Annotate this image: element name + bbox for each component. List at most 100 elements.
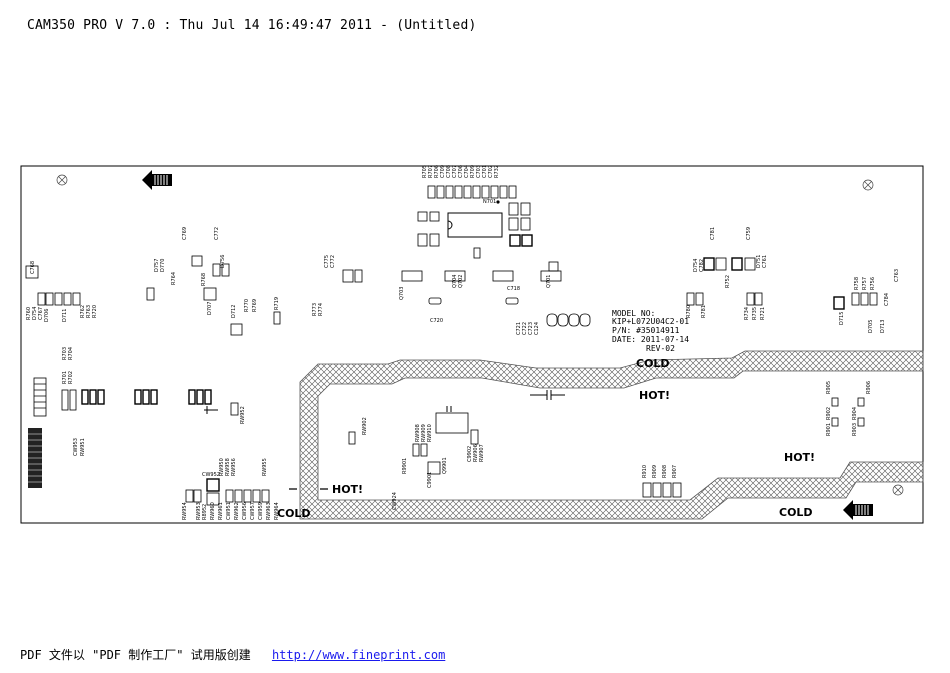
svg-text:R705: R705: [422, 165, 428, 178]
svg-text:RW958: RW958: [225, 458, 231, 476]
svg-text:C759: C759: [746, 227, 752, 240]
svg-text:R905: R905: [826, 381, 832, 394]
svg-text:C722: C722: [522, 322, 528, 335]
svg-text:N701: N701: [483, 199, 496, 205]
cold-label: COLD: [277, 507, 311, 520]
footer-link[interactable]: http://www.fineprint.com: [271, 648, 446, 662]
svg-text:C763: C763: [894, 269, 900, 282]
svg-text:R909: R909: [652, 465, 658, 478]
svg-text:C784: C784: [884, 293, 890, 306]
svg-text:RW963: RW963: [266, 502, 272, 520]
svg-text:C772: C772: [214, 227, 220, 240]
svg-text:RW960: RW960: [210, 502, 216, 520]
arrow-left-icon: [142, 170, 172, 190]
svg-text:C720: C720: [430, 318, 443, 324]
svg-text:R709: R709: [470, 165, 476, 178]
svg-text:C124: C124: [534, 322, 540, 335]
designator-labels: R705 R707 R706 C709 C708 C707 C706 C704 …: [26, 165, 900, 520]
svg-text:C706: C706: [458, 165, 464, 178]
svg-text:D711: D711: [62, 309, 68, 322]
svg-text:RW906: RW906: [473, 444, 479, 462]
svg-text:C709: C709: [440, 165, 446, 178]
svg-text:R906: R906: [866, 381, 872, 394]
svg-text:R701: R701: [62, 371, 68, 384]
svg-text:Q701: Q701: [546, 275, 552, 288]
svg-text:RW954: RW954: [182, 502, 188, 520]
svg-text:R702: R702: [68, 371, 74, 384]
svg-text:R703: R703: [62, 347, 68, 360]
svg-text:C718: C718: [507, 286, 520, 292]
svg-text:R904: R904: [852, 407, 858, 420]
revision-label: REV-02: [646, 344, 675, 353]
svg-text:RW952: RW952: [240, 406, 246, 424]
model-info: MODEL NO: KIP+L072U04C2-01 P/N: #3501491…: [612, 309, 689, 353]
isolation-band: [299, 350, 924, 520]
svg-text:R773: R773: [312, 303, 318, 316]
svg-text:C721: C721: [516, 322, 522, 335]
svg-text:R769: R769: [252, 299, 258, 312]
svg-text:D770: D770: [160, 259, 166, 272]
capacitor-symbol: [204, 390, 565, 414]
svg-text:R901: R901: [826, 423, 832, 436]
svg-text:D713: D713: [880, 320, 886, 333]
svg-text:R763: R763: [86, 305, 92, 318]
svg-text:R774: R774: [318, 303, 324, 316]
svg-text:R760: R760: [26, 307, 32, 320]
hot-label: HOT!: [784, 451, 815, 464]
svg-text:CW956: CW956: [242, 502, 248, 520]
component-footprints: [25, 185, 878, 506]
svg-text:D756: D756: [220, 255, 226, 268]
svg-text:C761: C761: [762, 255, 768, 268]
svg-text:C9902: C9902: [467, 446, 473, 462]
svg-text:C782: C782: [699, 259, 705, 272]
svg-text:R770: R770: [244, 299, 250, 312]
svg-text:Q704: Q704: [452, 275, 458, 288]
svg-text:C767: C767: [38, 307, 44, 320]
cold-label: COLD: [636, 357, 670, 370]
mounting-hole-icon: [56, 174, 904, 496]
svg-text:CW952: CW952: [202, 472, 220, 478]
svg-text:RW950: RW950: [219, 458, 225, 476]
svg-text:KIP+L072U04C2-01: KIP+L072U04C2-01: [612, 317, 689, 326]
svg-text:R764: R764: [171, 272, 177, 285]
svg-text:MODEL NO:: MODEL NO:: [612, 309, 655, 318]
svg-text:C708: C708: [446, 165, 452, 178]
ic-n701: N701: [447, 199, 503, 238]
svg-text:R752: R752: [725, 275, 731, 288]
app-title: CAM350 PRO V 7.0 : Thu Jul 14 16:49:47 2…: [27, 18, 477, 33]
svg-text:D754: D754: [693, 259, 699, 272]
svg-text:RW951: RW951: [80, 438, 86, 456]
svg-text:RW953: RW953: [196, 502, 202, 520]
svg-text:P/N: #35014911: P/N: #35014911: [612, 326, 680, 335]
svg-text:C723: C723: [528, 322, 534, 335]
svg-text:RW956: RW956: [231, 458, 237, 476]
svg-text:R707: R707: [428, 165, 434, 178]
svg-text:D707: D707: [207, 302, 213, 315]
svg-text:R762: R762: [80, 305, 86, 318]
svg-text:C768: C768: [30, 261, 36, 274]
board-outline: [20, 165, 924, 524]
svg-text:D757: D757: [154, 259, 160, 272]
svg-text:R903: R903: [852, 423, 858, 436]
svg-text:R706: R706: [434, 165, 440, 178]
pdf-footer: PDF 文件以 "PDF 制作工厂" 试用版创建 http://www.fine…: [20, 646, 445, 663]
svg-text:Q703: Q703: [399, 287, 405, 300]
svg-text:R719: R719: [274, 297, 280, 310]
svg-text:R758: R758: [854, 277, 860, 290]
svg-text:C781: C781: [710, 227, 716, 240]
svg-text:CW924: CW924: [392, 492, 398, 510]
svg-text:C775: C775: [324, 255, 330, 268]
svg-text:R720: R720: [92, 305, 98, 318]
svg-text:RW964: RW964: [274, 502, 280, 520]
svg-text:R757: R757: [862, 277, 868, 290]
svg-text:R735: R735: [752, 307, 758, 320]
svg-text:R908: R908: [662, 465, 668, 478]
svg-text:D706: D706: [44, 309, 50, 322]
svg-text:R781: R781: [701, 305, 707, 318]
svg-text:R721: R721: [760, 307, 766, 320]
cold-label: COLD: [779, 506, 813, 519]
svg-text:R9901: R9901: [402, 458, 408, 474]
hot-label: HOT!: [332, 483, 363, 496]
svg-text:Q9901: Q9901: [442, 457, 448, 474]
